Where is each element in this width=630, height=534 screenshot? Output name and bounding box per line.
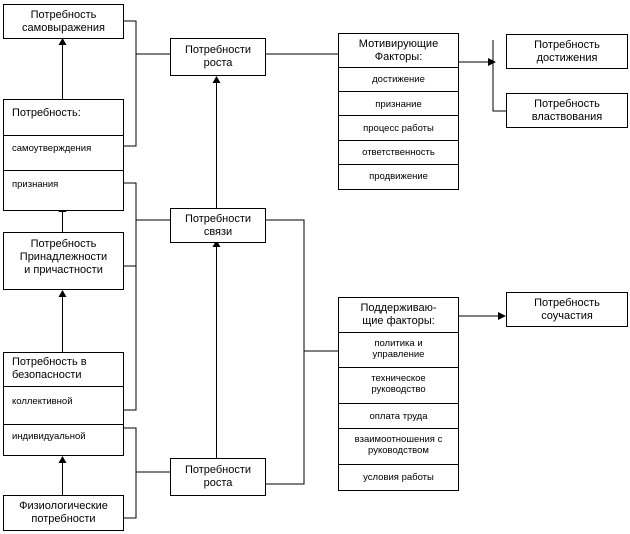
- self-assertion-label: самоутверждения: [12, 143, 92, 154]
- power-need-label: Потребность властвования: [531, 98, 603, 123]
- divider: [4, 135, 123, 136]
- achievement-need-label: Потребность достижения: [534, 39, 600, 64]
- divider: [339, 140, 458, 141]
- self-expression-label: Потребность самовыражения: [22, 9, 105, 34]
- physiological-box: Физиологические потребности: [3, 495, 124, 531]
- growth-needs-bottom-label: Потребности роста: [184, 464, 252, 489]
- divider: [339, 464, 458, 465]
- divider: [4, 386, 123, 387]
- supporting-item: взаимоотношения с руководством: [354, 434, 443, 456]
- collective-label: коллективной: [12, 396, 73, 407]
- achievement-need-box: Потребность достижения: [506, 34, 628, 69]
- relatedness-needs-label: Потребности связи: [184, 213, 252, 238]
- recognition-label: признания: [12, 179, 59, 190]
- motivating-item: процесс работы: [363, 123, 434, 134]
- motivating-item: достижение: [372, 74, 425, 85]
- divider: [4, 170, 123, 171]
- motivating-item: признание: [375, 99, 422, 110]
- supporting-factors-box: Поддерживаю- щие факторы: политика и упр…: [338, 297, 459, 491]
- divider: [339, 67, 458, 68]
- safety-heading: Потребность в безопасности: [12, 356, 87, 381]
- supporting-item: техническое руководство: [371, 373, 426, 395]
- supporting-item: политика и управление: [372, 338, 425, 360]
- divider: [339, 367, 458, 368]
- growth-needs-bottom-box: Потребности роста: [170, 458, 266, 496]
- belonging-label: Потребность Принадлежности и причастност…: [19, 238, 108, 276]
- supporting-item: условия работы: [363, 472, 434, 483]
- power-need-box: Потребность властвования: [506, 93, 628, 128]
- motivating-item: ответственность: [362, 147, 435, 158]
- motivating-item: продвижение: [369, 171, 428, 182]
- divider: [339, 403, 458, 404]
- affiliation-need-label: Потребность соучастия: [534, 297, 600, 322]
- motivating-factors-title: Мотивирующие Факторы:: [358, 38, 439, 63]
- safety-box: Потребность в безопасности коллективной …: [3, 352, 124, 456]
- self-expression-box: Потребность самовыражения: [3, 4, 124, 39]
- self-assertion-heading: Потребность:: [12, 107, 81, 119]
- divider: [4, 424, 123, 425]
- divider: [339, 428, 458, 429]
- supporting-item: оплата труда: [369, 411, 428, 422]
- divider: [339, 91, 458, 92]
- growth-needs-top-box: Потребности роста: [170, 38, 266, 76]
- motivating-factors-box: Мотивирующие Факторы: достижение признан…: [338, 33, 459, 190]
- supporting-factors-title: Поддерживаю- щие факторы:: [360, 302, 437, 327]
- divider: [339, 332, 458, 333]
- belonging-box: Потребность Принадлежности и причастност…: [3, 232, 124, 290]
- affiliation-need-box: Потребность соучастия: [506, 292, 628, 327]
- divider: [339, 115, 458, 116]
- physiological-label: Физиологические потребности: [19, 500, 108, 525]
- growth-needs-top-label: Потребности роста: [184, 44, 252, 69]
- individual-label: индивидуальной: [12, 431, 86, 442]
- relatedness-needs-box: Потребности связи: [170, 208, 266, 243]
- self-assertion-box: Потребность: самоутверждения признания: [3, 99, 124, 211]
- divider: [339, 164, 458, 165]
